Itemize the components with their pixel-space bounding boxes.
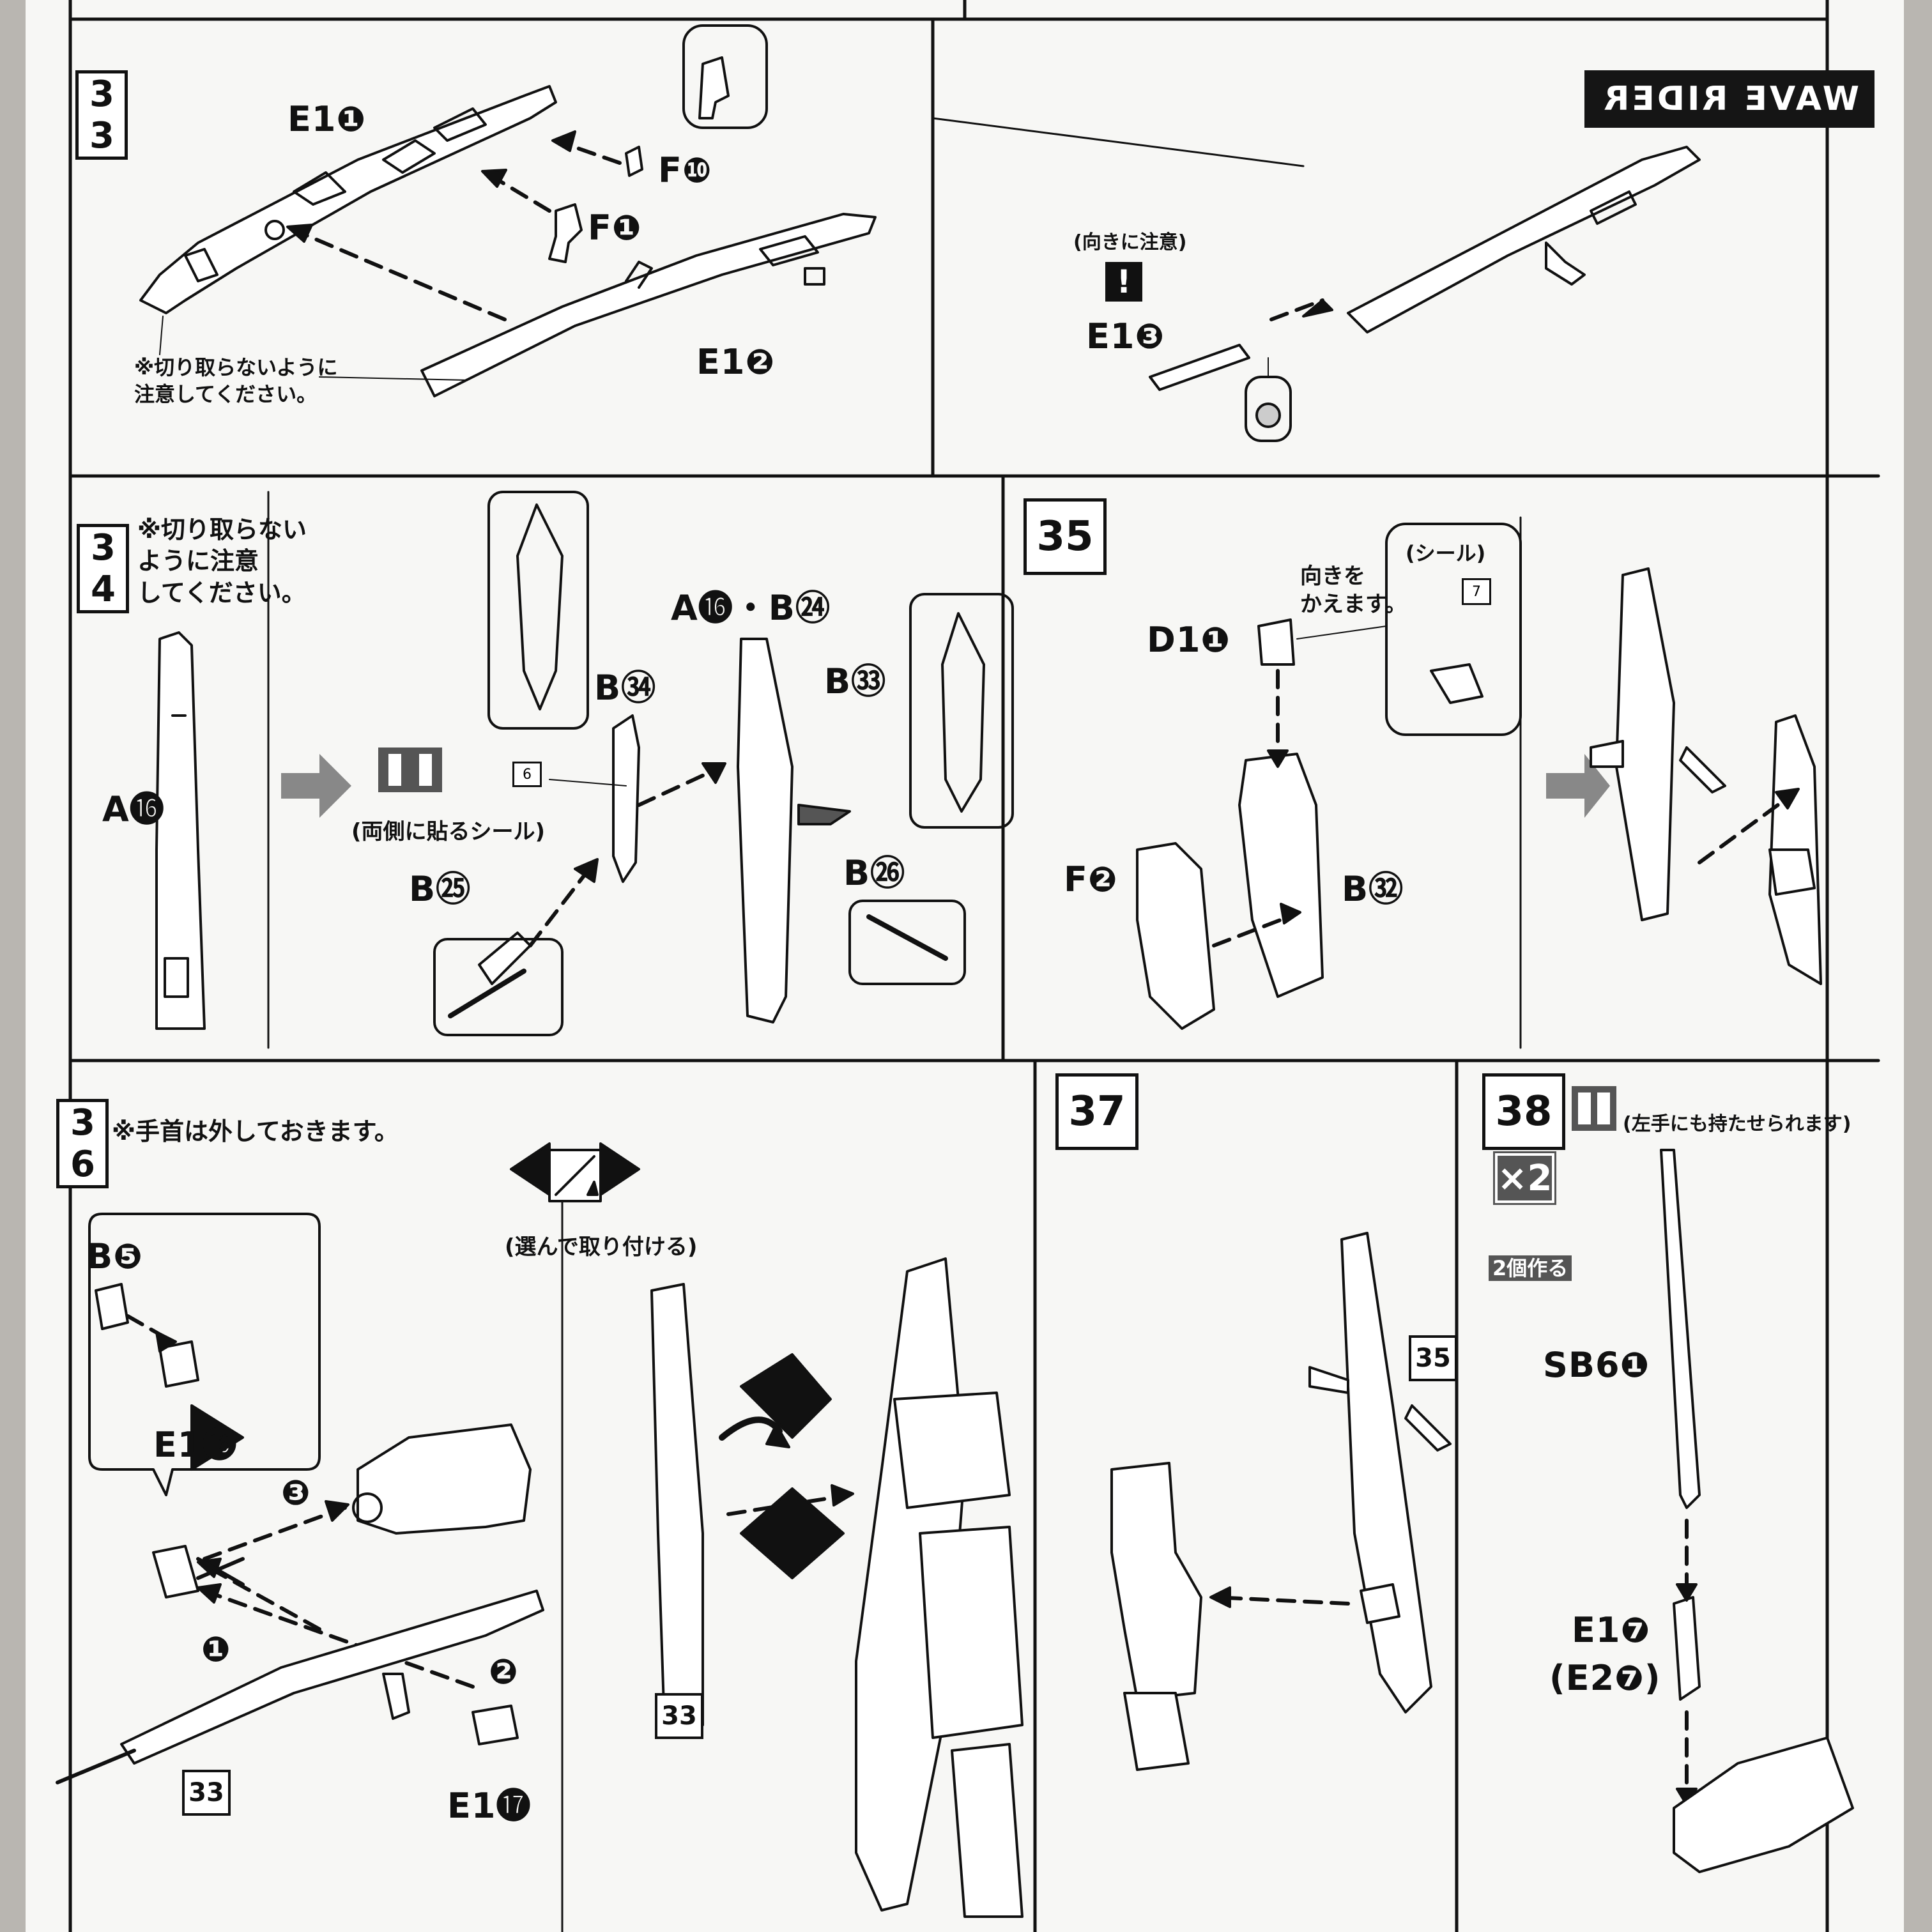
step-36-ref-33-right: 33	[655, 1693, 703, 1739]
label-b26: B㉖	[843, 853, 906, 893]
make-two-note: 2個作る	[1489, 1255, 1572, 1281]
label-e1-7: E1❼	[1572, 1610, 1651, 1650]
label-f1: F❶	[588, 208, 642, 248]
choose-and-attach-note: (選んで取り付ける)	[505, 1234, 698, 1260]
label-e1-1: E1❶	[288, 99, 367, 139]
sticker-both-sides-note: (両側に貼るシール)	[351, 819, 546, 845]
step-36-wrist-note: ※手首は外しておきます。	[112, 1117, 399, 1146]
step-37-number: 37	[1055, 1073, 1138, 1150]
left-hand-note: (左手にも持たせられます)	[1623, 1113, 1851, 1135]
step-33-number: 33	[75, 70, 128, 160]
wave-rider-header-band: WAVE RIDER	[1584, 70, 1874, 128]
seal-title: (シール)	[1406, 541, 1486, 565]
label-b33: B㉝	[824, 661, 887, 702]
label-d1-1: D1❶	[1147, 620, 1231, 660]
sticker-6-badge: 6	[512, 762, 542, 787]
make-two-badge: ×2	[1493, 1151, 1556, 1205]
label-b32: B㉜	[1342, 869, 1404, 909]
order-mark-1: ❶	[201, 1629, 231, 1669]
step-37-ref-35: 35	[1409, 1335, 1457, 1381]
label-b5: B❺	[86, 1236, 143, 1276]
label-f2: F❷	[1064, 859, 1118, 900]
step-38-number: 38	[1482, 1073, 1565, 1150]
label-f10: F❿	[658, 150, 712, 190]
order-mark-2: ❷	[489, 1652, 518, 1692]
step-34-number: 34	[77, 524, 129, 613]
label-e1-16: E1⓰	[153, 1425, 238, 1465]
label-e1-3: E1❸	[1086, 316, 1165, 356]
label-a16-b24: A⓰・B㉔	[671, 588, 831, 628]
step-35-number: 35	[1023, 498, 1107, 575]
step-33-caution-label: (向きに注意)	[1073, 231, 1187, 254]
step-33-cut-note: ※切り取らないように 注意してください。	[134, 355, 338, 406]
sticker-7-badge: 7	[1462, 578, 1491, 605]
assembly-illustrations	[56, 0, 1880, 1932]
header-band-text: WAVE RIDER	[1601, 80, 1859, 118]
order-mark-3: ❸	[281, 1473, 310, 1513]
label-a16: A⓰	[102, 789, 165, 829]
label-e1-2: E1❷	[696, 342, 776, 382]
step-36-ref-33-left: 33	[182, 1770, 231, 1816]
instruction-sheet: WAVE RIDER 33 E1❶ F❿ F❶ E1❷ ※切り取らないように 注…	[26, 0, 1904, 1932]
label-b34: B㉞	[594, 668, 657, 708]
label-e1-17: E1⓱	[447, 1786, 532, 1826]
caution-icon: !	[1105, 262, 1142, 302]
step-34-cut-note: ※切り取らない ように注意 してください。	[137, 516, 307, 607]
step-36-number: 36	[56, 1099, 109, 1188]
label-e2-7: (E2❼)	[1549, 1658, 1661, 1698]
label-b25: B㉕	[409, 869, 471, 909]
label-sb6-1: SB6❶	[1543, 1345, 1650, 1385]
turn-around-note: 向きを かえます。	[1300, 564, 1407, 618]
